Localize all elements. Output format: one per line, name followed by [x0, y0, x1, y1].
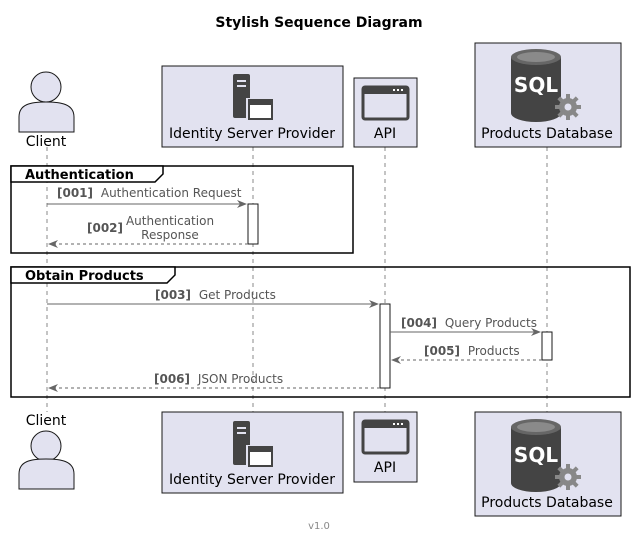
- diagram-title: Stylish Sequence Diagram: [215, 15, 422, 31]
- sql-label: SQL: [514, 73, 558, 97]
- message-text: Authentication Request: [101, 186, 242, 200]
- activation-identity-server: [247, 203, 259, 245]
- server-icon: [233, 74, 273, 120]
- gear-icon: [555, 464, 581, 490]
- participant-client-bottom: Client: [18, 413, 75, 490]
- participant-api-top: API: [353, 77, 418, 148]
- message-003: [003] Get Products: [47, 288, 379, 308]
- participant-client-top: Client: [18, 71, 75, 150]
- participant-identity-server-top: Identity Server Provider: [161, 65, 344, 148]
- group-obtain-products: Obtain Products: [10, 266, 631, 398]
- person-icon: [18, 71, 75, 133]
- browser-window-icon: [361, 85, 410, 121]
- activation-products-db: [541, 331, 553, 361]
- svg-text:[001] Authentication Req: [001] Authentication Request: [57, 186, 242, 200]
- svg-text:[005] Products: [005] Products: [424, 344, 520, 358]
- message-text-line2: Response: [141, 228, 199, 242]
- activation-api: [379, 303, 391, 389]
- message-004: [004] Query Products: [390, 316, 541, 336]
- svg-text:[004] Query Products: [004] Query Products: [401, 316, 537, 330]
- participant-products-db-bottom: SQL Products Database: [474, 411, 622, 517]
- sql-label: SQL: [514, 443, 558, 467]
- message-number: [004]: [401, 316, 437, 330]
- message-number: [005]: [424, 344, 460, 358]
- group-label: Authentication: [25, 168, 134, 183]
- footer-version: v1.0: [308, 521, 330, 532]
- message-text: JSON Products: [197, 372, 283, 386]
- participant-api-bottom: API: [353, 411, 418, 483]
- message-text: Products: [468, 344, 520, 358]
- participant-label: Client: [26, 413, 67, 429]
- message-number: [002]: [87, 221, 123, 235]
- message-text-line1: Authentication: [126, 214, 214, 228]
- participant-label: Identity Server Provider: [169, 126, 335, 142]
- message-005: [005] Products: [391, 344, 542, 364]
- participant-products-db-top: SQL Products Database: [474, 42, 622, 148]
- message-text: Query Products: [445, 316, 537, 330]
- message-002: [002] Authentication Response: [48, 214, 248, 248]
- message-number: [006]: [154, 372, 190, 386]
- svg-text:[006] JSON Products: [006] JSON Products: [154, 372, 283, 386]
- message-number: [001]: [57, 186, 93, 200]
- participant-label: API: [374, 126, 396, 142]
- group-authentication: Authentication: [10, 165, 354, 254]
- participant-label: Products Database: [481, 495, 613, 511]
- message-006: [006] JSON Products: [48, 372, 380, 392]
- person-icon: [18, 430, 75, 490]
- message-number: [003]: [155, 288, 191, 302]
- browser-window-icon: [361, 419, 410, 455]
- sql-database-icon: SQL: [511, 49, 581, 122]
- sql-database-icon: SQL: [511, 419, 581, 492]
- participant-label: API: [374, 460, 396, 476]
- participant-label: Products Database: [481, 126, 613, 142]
- message-text: Get Products: [199, 288, 276, 302]
- gear-icon: [555, 94, 581, 120]
- group-label: Obtain Products: [25, 269, 144, 284]
- participant-identity-server-bottom: Identity Server Provider: [161, 411, 344, 494]
- message-001: [001] Authentication Request: [47, 186, 247, 208]
- svg-text:[003] Get Products: [003] Get Products: [155, 288, 276, 302]
- server-icon: [233, 421, 273, 467]
- participant-label: Identity Server Provider: [169, 472, 335, 488]
- participant-label: Client: [26, 134, 67, 150]
